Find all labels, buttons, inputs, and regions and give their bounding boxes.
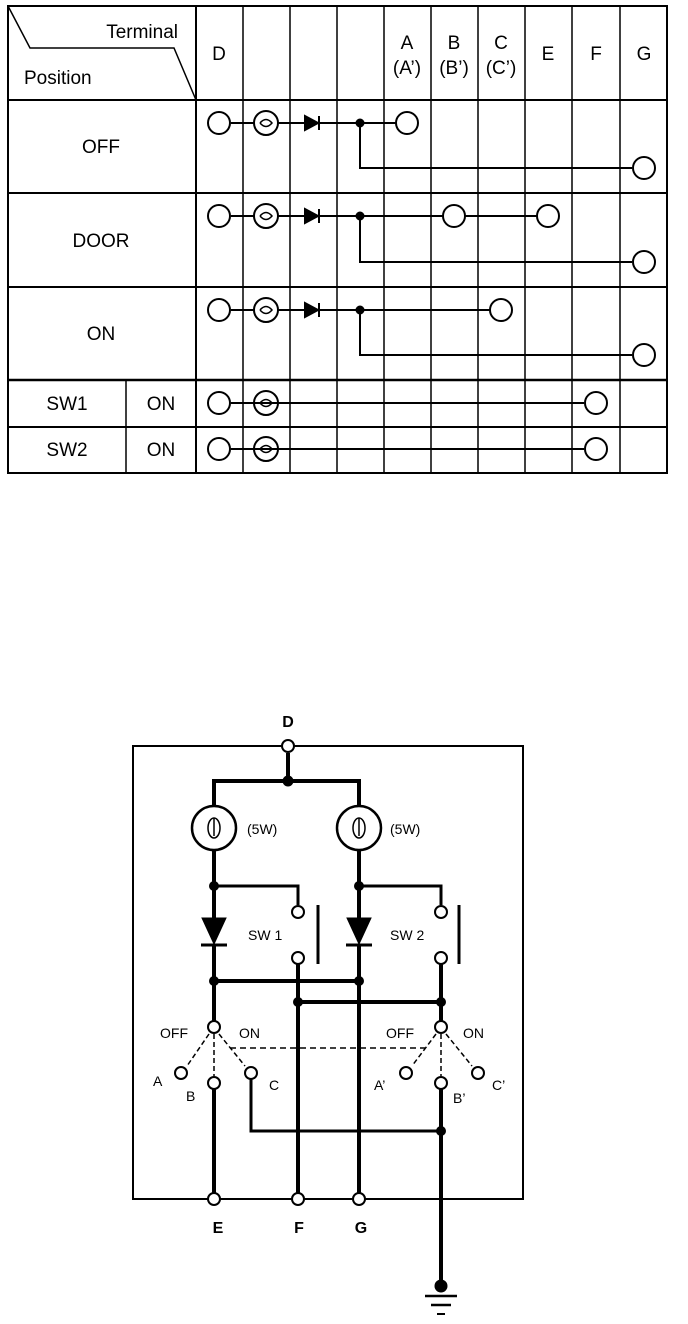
- row-label-sw1: SW1: [46, 394, 87, 415]
- col-header-a-prime: (A’): [393, 58, 421, 79]
- row-on-connection: [207, 297, 656, 367]
- col-header-f: F: [590, 44, 602, 65]
- switch-2-symbol: [434, 905, 461, 965]
- col-header-a: A: [401, 33, 414, 54]
- header-terminal: Terminal: [106, 22, 178, 43]
- bulb-left-icon: [190, 804, 238, 852]
- col-header-e: E: [542, 44, 555, 65]
- col-header-b-prime: (B’): [439, 58, 469, 79]
- schematic-labels: D (5W) (5W) SW 1 SW 2 OFF ON A B C OFF O…: [153, 714, 505, 1237]
- switch-1-symbol: [291, 905, 320, 965]
- diode-right-icon: [346, 917, 372, 947]
- label-bulb-right-rating: (5W): [390, 821, 420, 837]
- label-e: E: [213, 1220, 224, 1237]
- label-left-c: C: [269, 1077, 279, 1093]
- column-headers: D A (A’) B (B’) C (C’) E F G: [212, 33, 651, 79]
- terminal-position-table: [7, 5, 668, 474]
- label-right-off: OFF: [386, 1025, 414, 1041]
- row-label-sw2-on: ON: [147, 440, 176, 461]
- label-bulb-left-rating: (5W): [247, 821, 277, 837]
- col-header-c-prime: (C’): [486, 58, 517, 79]
- diode-left-icon: [201, 917, 227, 947]
- terminal-e: [207, 1192, 221, 1206]
- row-label-on: ON: [87, 324, 116, 345]
- label-d: D: [282, 714, 294, 731]
- row-sw1-connection: [207, 390, 608, 416]
- ground-icon: [425, 1279, 457, 1315]
- terminal-g: [352, 1192, 366, 1206]
- terminal-d: [281, 739, 295, 753]
- row-label-sw1-on: ON: [147, 394, 176, 415]
- label-right-c: C’: [492, 1077, 505, 1093]
- left-selector-switch: [174, 1020, 258, 1090]
- switch-housing: [132, 745, 524, 1200]
- col-header-c: C: [494, 33, 508, 54]
- row-door-connection: [207, 203, 656, 274]
- label-left-a: A: [153, 1073, 163, 1089]
- header-position: Position: [24, 68, 92, 89]
- bulb-right-icon: [335, 804, 383, 852]
- label-left-b: B: [186, 1088, 195, 1104]
- label-right-on: ON: [463, 1025, 484, 1041]
- schematic: [132, 739, 524, 1315]
- col-header-g: G: [637, 44, 652, 65]
- terminal-f: [291, 1192, 305, 1206]
- row-label-door: DOOR: [73, 231, 130, 252]
- label-sw1: SW 1: [248, 927, 282, 943]
- row-off-connection: [207, 110, 656, 180]
- row-sw2-connection: [207, 436, 608, 462]
- label-left-on: ON: [239, 1025, 260, 1041]
- label-right-b: B’: [453, 1090, 465, 1106]
- row-label-off: OFF: [82, 137, 120, 158]
- row-labels: OFF DOOR ON SW1 ON SW2 ON: [46, 137, 175, 461]
- label-right-a: A’: [374, 1077, 385, 1093]
- col-header-b: B: [448, 33, 461, 54]
- col-header-d: D: [212, 44, 226, 65]
- right-selector-switch: [399, 1020, 485, 1090]
- label-f: F: [294, 1220, 304, 1237]
- table-connections: [207, 110, 656, 462]
- row-label-sw2: SW2: [46, 440, 87, 461]
- label-g: G: [355, 1220, 367, 1237]
- label-left-off: OFF: [160, 1025, 188, 1041]
- label-sw2: SW 2: [390, 927, 424, 943]
